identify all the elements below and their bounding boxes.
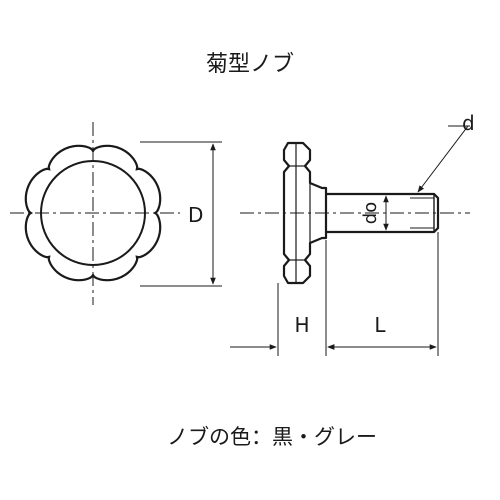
- label-do: do: [360, 202, 381, 224]
- label-D: D: [188, 203, 203, 227]
- diagram-title: 菊型ノブ: [206, 52, 294, 77]
- dimension-d-leader: [417, 125, 469, 193]
- dimension-L: L: [327, 313, 437, 350]
- label-H: H: [294, 313, 309, 337]
- label-d: d: [462, 111, 475, 135]
- color-caption: ノブの色：黒・グレー: [167, 425, 377, 449]
- dimension-D: D: [140, 141, 222, 287]
- shank: [326, 192, 440, 234]
- knob-outline: [24, 144, 162, 282]
- knob-front-view: [10, 122, 180, 305]
- dimension-H: H: [230, 313, 360, 350]
- knob-side-view: do d H L: [230, 111, 475, 356]
- label-L: L: [374, 313, 386, 337]
